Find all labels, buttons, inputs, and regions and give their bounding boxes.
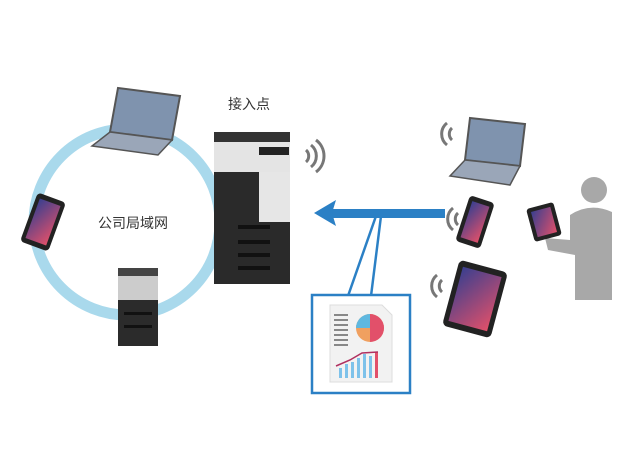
person-with-tablet-icon <box>526 177 612 300</box>
laptop-icon <box>90 86 182 156</box>
data-flow-arrow <box>314 200 445 297</box>
lan-label: 公司局域网 <box>98 216 168 232</box>
wifi-icon <box>304 138 326 174</box>
smartphone-icon <box>21 193 65 251</box>
printer-small-icon <box>118 268 158 346</box>
document-callout <box>310 293 412 395</box>
remote-tablet-icon <box>430 260 507 338</box>
printer-access-point-icon <box>214 132 290 284</box>
remote-laptop-icon <box>440 116 527 186</box>
remote-smartphone-icon <box>446 196 494 248</box>
access-point-label: 接入点 <box>228 97 270 113</box>
